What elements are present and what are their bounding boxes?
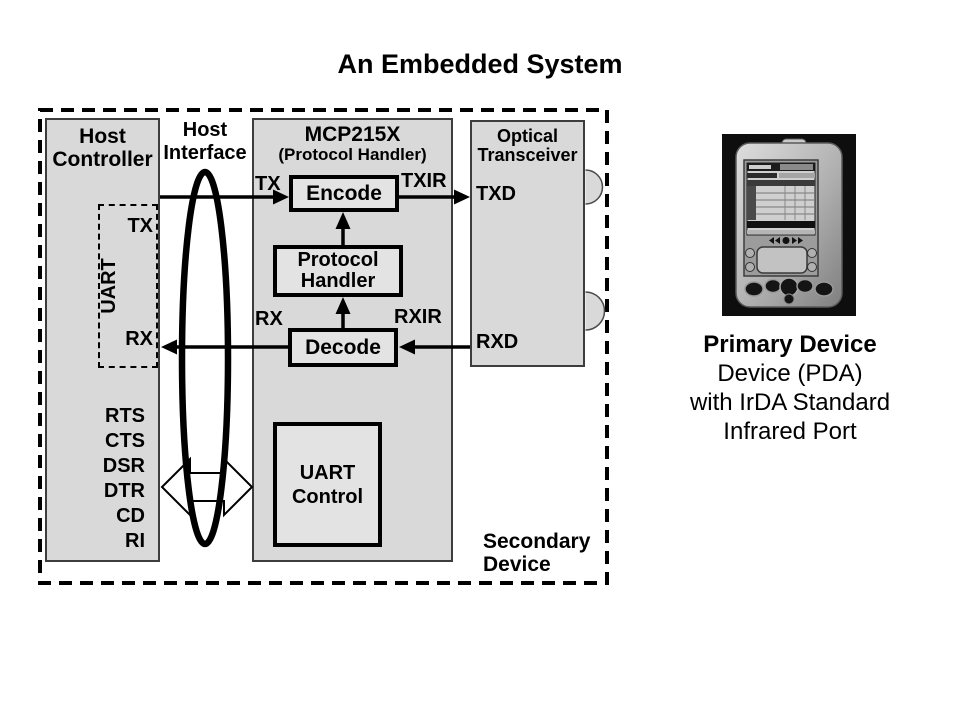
mcp-tx-pin-label: TX xyxy=(255,173,281,195)
optical-transceiver-label-line2: Transceiver xyxy=(477,145,578,165)
mcp215x-header: MCP215X (Protocol Handler) xyxy=(254,120,451,164)
protocol-handler-label-line2: Handler xyxy=(300,270,376,292)
encode-box: Encode xyxy=(289,175,399,212)
signal-dtr: DTR xyxy=(103,480,145,502)
host-controller-label: Host Controller xyxy=(47,120,158,171)
transceiver-lens-top xyxy=(585,169,604,205)
pda-caption-line1: Primary Device xyxy=(703,331,877,358)
page-title: An Embedded System xyxy=(337,49,623,79)
optical-transceiver-label: Optical Transceiver xyxy=(472,122,583,165)
mcp-rxir-pin-label: RXIR xyxy=(394,306,442,328)
signal-cts: CTS xyxy=(105,430,145,452)
uart-tx-pin-label: TX xyxy=(127,215,153,237)
secondary-device-label: Secondary Device xyxy=(483,530,590,576)
secondary-device-label-line2: Device xyxy=(483,553,551,576)
host-controller-label-line1: Host xyxy=(79,125,126,148)
uart-control-box: UART Control xyxy=(273,422,382,547)
encode-box-label: Encode xyxy=(306,181,382,205)
protocol-handler-label-line1: Protocol xyxy=(297,249,379,271)
mcp-rx-pin-label: RX xyxy=(255,308,283,330)
uart-control-label-line1: UART xyxy=(299,461,356,484)
txd-pin-label: TXD xyxy=(476,183,516,205)
host-controller-label-line2: Controller xyxy=(52,148,153,171)
signal-cd: CD xyxy=(116,505,145,527)
optical-transceiver-label-line1: Optical xyxy=(496,126,558,146)
pda-graffiti-area xyxy=(756,246,808,274)
host-interface-label-line2: Interface xyxy=(163,142,247,164)
protocol-handler-box: Protocol Handler xyxy=(273,245,403,297)
pda-caption-line2: Device (PDA) xyxy=(717,360,863,387)
host-interface-cable-ellipse xyxy=(178,168,232,548)
decode-box-label: Decode xyxy=(305,335,381,359)
pda-photo xyxy=(722,134,856,316)
host-interface-label: Host Interface xyxy=(156,119,254,165)
pda-buttons xyxy=(744,277,834,305)
pda-photo-illustration xyxy=(722,134,856,316)
uart-vertical-label: UART xyxy=(98,258,120,314)
uart-rx-pin-label: RX xyxy=(125,328,153,350)
host-interface-label-line1: Host xyxy=(182,119,228,141)
pda-caption-line4: Infrared Port xyxy=(723,418,857,445)
signal-dsr: DSR xyxy=(102,455,145,477)
pda-caption: Primary Device Device (PDA) with IrDA St… xyxy=(672,330,908,446)
decode-box: Decode xyxy=(288,328,398,367)
pda-nav-arrows xyxy=(769,237,803,244)
mcp-txir-pin-label: TXIR xyxy=(401,170,447,192)
optical-transceiver-block: Optical Transceiver xyxy=(470,120,585,367)
pda-caption-line3: with IrDA Standard xyxy=(689,389,891,416)
mcp215x-title: MCP215X xyxy=(304,123,401,146)
host-signal-list: RTS CTS DSR DTR CD RI xyxy=(45,404,145,554)
mcp215x-subtitle: (Protocol Handler) xyxy=(278,145,427,164)
control-signals-double-arrow xyxy=(160,456,254,518)
signal-ri: RI xyxy=(125,530,145,552)
uart-control-label-line2: Control xyxy=(291,485,364,508)
transceiver-lens-bottom xyxy=(585,291,606,331)
signal-rts: RTS xyxy=(105,405,145,427)
rxd-pin-label: RXD xyxy=(476,331,519,353)
secondary-device-label-line1: Secondary xyxy=(483,530,591,553)
